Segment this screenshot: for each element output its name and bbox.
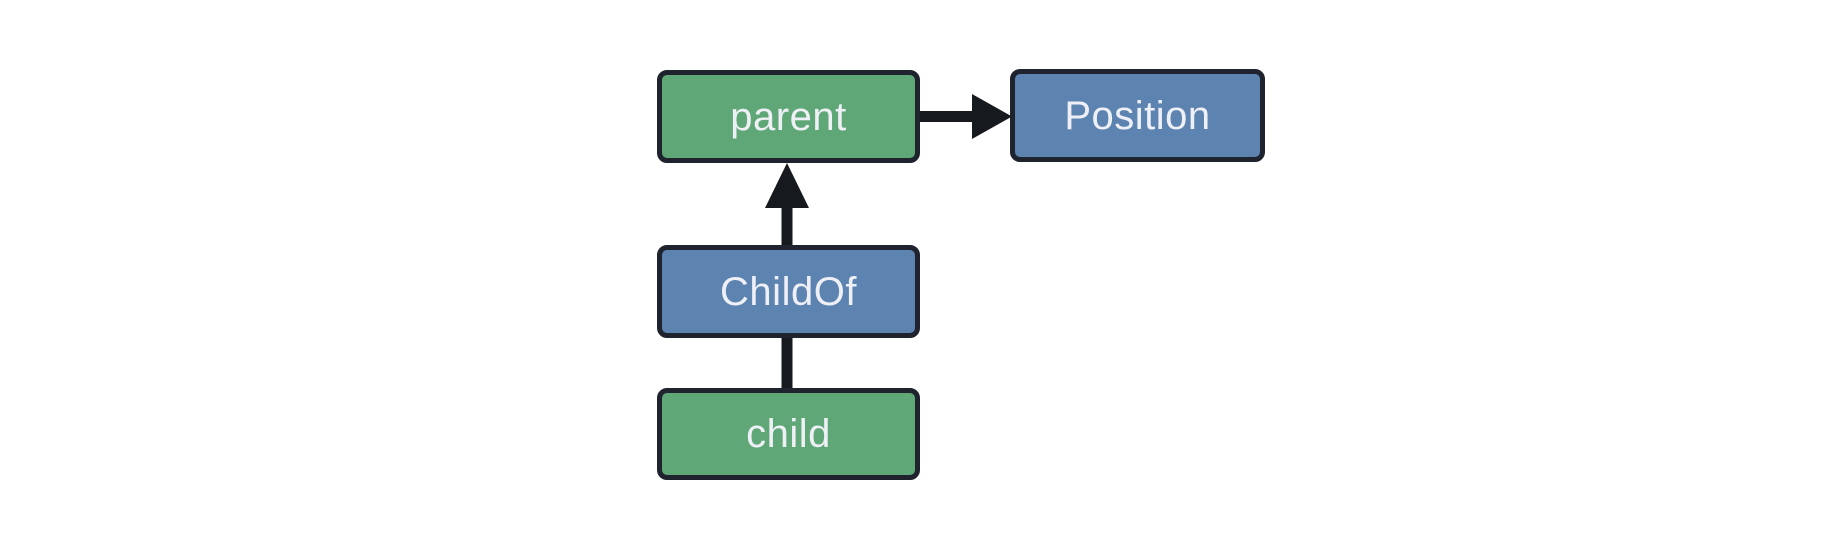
node-childof-label: ChildOf	[720, 269, 857, 314]
node-position-label: Position	[1064, 93, 1211, 138]
edge-child-to-childof	[781, 336, 793, 390]
node-parent-label: parent	[730, 94, 847, 139]
edge-childof-to-parent	[765, 163, 809, 247]
node-childof: ChildOf	[657, 245, 920, 338]
node-position: Position	[1010, 69, 1265, 162]
node-parent: parent	[657, 70, 920, 163]
edge-parent-to-position	[916, 94, 1012, 139]
node-child-label: child	[746, 412, 831, 456]
node-child: child	[657, 388, 920, 480]
